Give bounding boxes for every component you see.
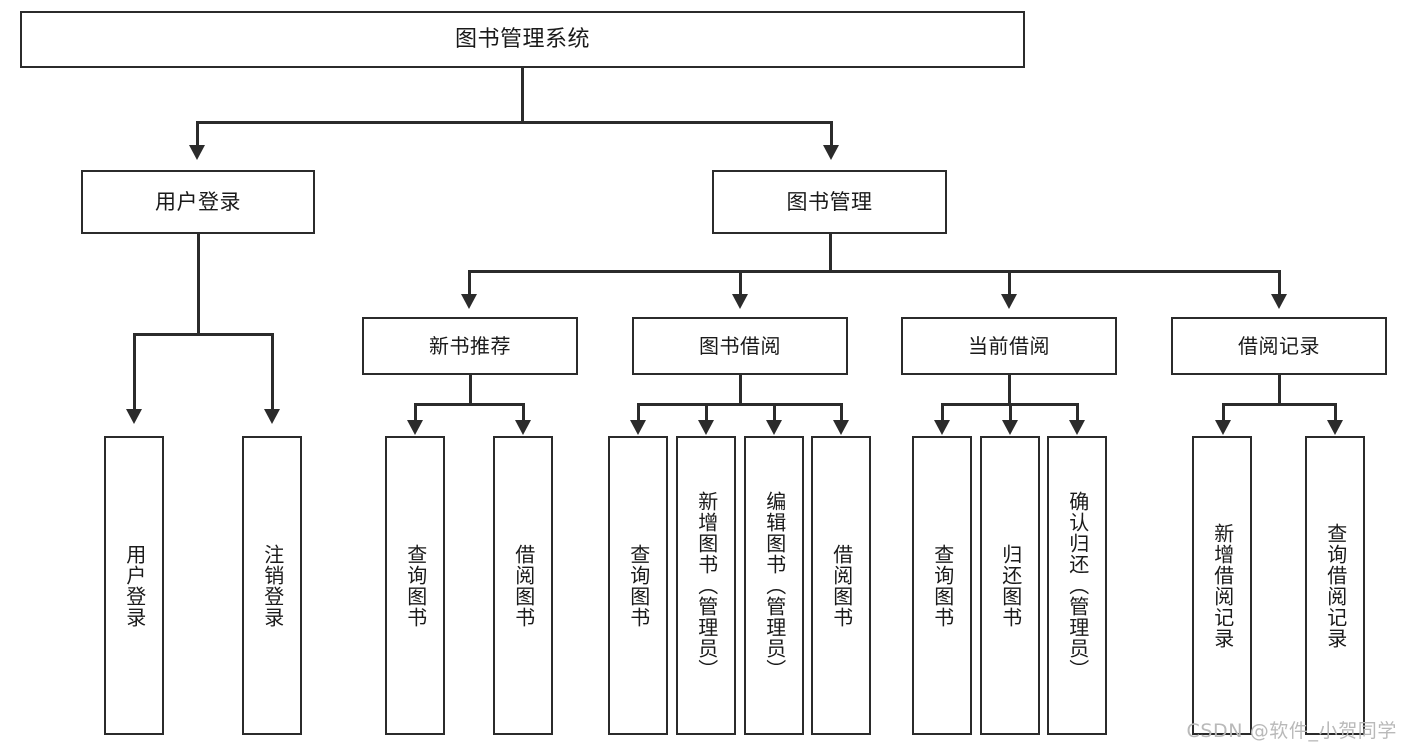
arrow-new-book-leaf-2 bbox=[515, 420, 531, 435]
arrow-root-to-book-mgmt bbox=[823, 145, 839, 160]
arrow-borrow-record-leaf-2 bbox=[1327, 420, 1343, 435]
connector-current-borrow-drop-1 bbox=[941, 403, 944, 422]
arrow-user-login-leaf-2 bbox=[264, 409, 280, 424]
arrow-book-borrow-leaf-4 bbox=[833, 420, 849, 435]
node-label: 借阅记录 bbox=[1238, 333, 1320, 358]
node-label: 查询图书 bbox=[626, 543, 651, 628]
csdn-watermark: CSDN @软件_小贺同学 bbox=[1186, 720, 1397, 742]
node-book-borrow[interactable]: 图书借阅 bbox=[632, 317, 848, 375]
arrow-book-mgmt-child-2 bbox=[732, 294, 748, 309]
connector-borrow-record-drop-2 bbox=[1334, 403, 1337, 422]
arrow-book-mgmt-child-3 bbox=[1001, 294, 1017, 309]
connector-book-mgmt-drop-1 bbox=[468, 270, 471, 296]
connector-user-login-stem bbox=[197, 234, 200, 334]
connector-book-mgmt-drop-4 bbox=[1278, 270, 1281, 296]
leaf-add-book-admin[interactable]: 新增图书（管理员） bbox=[676, 436, 736, 735]
connector-book-mgmt-bar bbox=[468, 270, 1280, 273]
leaf-borrow-book[interactable]: 借阅图书 bbox=[811, 436, 871, 735]
connector-book-mgmt-stem bbox=[829, 234, 832, 271]
connector-book-mgmt-drop-3 bbox=[1008, 270, 1011, 296]
node-label: 新增图书（管理员） bbox=[694, 491, 719, 680]
connector-root-stem bbox=[521, 68, 524, 122]
leaf-query-borrow-record[interactable]: 查询借阅记录 bbox=[1305, 436, 1365, 735]
connector-user-login-drop-1 bbox=[133, 333, 136, 411]
leaf-new-book-query[interactable]: 查询图书 bbox=[385, 436, 445, 735]
connector-user-login-drop-2 bbox=[271, 333, 274, 411]
connector-book-borrow-drop-2 bbox=[705, 403, 708, 422]
node-label: 借阅图书 bbox=[829, 543, 854, 628]
connector-root-to-book-mgmt bbox=[830, 121, 833, 147]
arrow-new-book-leaf-1 bbox=[407, 420, 423, 435]
leaf-return-book[interactable]: 归还图书 bbox=[980, 436, 1040, 735]
connector-root-bar bbox=[196, 121, 832, 124]
arrow-book-borrow-leaf-2 bbox=[698, 420, 714, 435]
node-label: 图书管理 bbox=[786, 189, 873, 214]
node-label: 查询图书 bbox=[403, 543, 428, 628]
arrow-current-borrow-leaf-2 bbox=[1002, 420, 1018, 435]
leaf-edit-book-admin[interactable]: 编辑图书（管理员） bbox=[744, 436, 804, 735]
arrow-current-borrow-leaf-3 bbox=[1069, 420, 1085, 435]
node-label: 归还图书 bbox=[998, 543, 1023, 628]
node-label: 新增借阅记录 bbox=[1210, 522, 1235, 649]
connector-new-book-stem bbox=[469, 375, 472, 404]
connector-current-borrow-drop-3 bbox=[1076, 403, 1079, 422]
arrow-book-borrow-leaf-1 bbox=[630, 420, 646, 435]
node-label: 用户登录 bbox=[155, 189, 241, 214]
arrow-borrow-record-leaf-1 bbox=[1215, 420, 1231, 435]
node-book-management[interactable]: 图书管理 bbox=[712, 170, 947, 234]
connector-book-borrow-drop-3 bbox=[773, 403, 776, 422]
connector-root-to-user-login bbox=[196, 121, 199, 147]
connector-borrow-record-bar bbox=[1222, 403, 1336, 406]
connector-book-mgmt-drop-2 bbox=[739, 270, 742, 296]
leaf-user-login[interactable]: 用户登录 bbox=[104, 436, 164, 735]
connector-book-borrow-bar bbox=[637, 403, 842, 406]
connector-user-login-bar bbox=[133, 333, 273, 336]
node-label: 查询借阅记录 bbox=[1323, 522, 1348, 649]
node-root-system[interactable]: 图书管理系统 bbox=[20, 11, 1025, 68]
leaf-confirm-return-admin[interactable]: 确认归还（管理员） bbox=[1047, 436, 1107, 735]
node-label: 新书推荐 bbox=[429, 333, 511, 358]
connector-new-book-bar bbox=[414, 403, 524, 406]
connector-new-book-drop-2 bbox=[522, 403, 525, 422]
arrow-book-mgmt-child-4 bbox=[1271, 294, 1287, 309]
arrow-user-login-leaf-1 bbox=[126, 409, 142, 424]
node-new-book-recommend[interactable]: 新书推荐 bbox=[362, 317, 578, 375]
arrow-book-mgmt-child-1 bbox=[461, 294, 477, 309]
node-user-login[interactable]: 用户登录 bbox=[81, 170, 315, 234]
connector-new-book-drop-1 bbox=[414, 403, 417, 422]
connector-current-borrow-stem bbox=[1008, 375, 1011, 404]
node-label: 编辑图书（管理员） bbox=[762, 491, 787, 680]
arrow-book-borrow-leaf-3 bbox=[766, 420, 782, 435]
leaf-new-book-borrow[interactable]: 借阅图书 bbox=[493, 436, 553, 735]
node-label: 查询图书 bbox=[930, 543, 955, 628]
node-label: 图书管理系统 bbox=[454, 26, 590, 52]
node-label: 确认归还（管理员） bbox=[1065, 491, 1090, 680]
arrow-root-to-user-login bbox=[189, 145, 205, 160]
connector-book-borrow-drop-4 bbox=[840, 403, 843, 422]
node-label: 图书借阅 bbox=[699, 333, 781, 358]
leaf-current-query-book[interactable]: 查询图书 bbox=[912, 436, 972, 735]
leaf-add-borrow-record[interactable]: 新增借阅记录 bbox=[1192, 436, 1252, 735]
node-label: 注销登录 bbox=[260, 543, 285, 628]
connector-current-borrow-drop-2 bbox=[1009, 403, 1012, 422]
node-label: 当前借阅 bbox=[968, 333, 1050, 358]
node-current-borrow[interactable]: 当前借阅 bbox=[901, 317, 1117, 375]
node-label: 用户登录 bbox=[122, 543, 147, 628]
connector-borrow-record-drop-1 bbox=[1222, 403, 1225, 422]
leaf-borrow-query-book[interactable]: 查询图书 bbox=[608, 436, 668, 735]
node-borrow-record[interactable]: 借阅记录 bbox=[1171, 317, 1387, 375]
connector-book-borrow-stem bbox=[739, 375, 742, 404]
connector-book-borrow-drop-1 bbox=[637, 403, 640, 422]
connector-borrow-record-stem bbox=[1278, 375, 1281, 404]
arrow-current-borrow-leaf-1 bbox=[934, 420, 950, 435]
node-label: 借阅图书 bbox=[511, 543, 536, 628]
leaf-logout[interactable]: 注销登录 bbox=[242, 436, 302, 735]
